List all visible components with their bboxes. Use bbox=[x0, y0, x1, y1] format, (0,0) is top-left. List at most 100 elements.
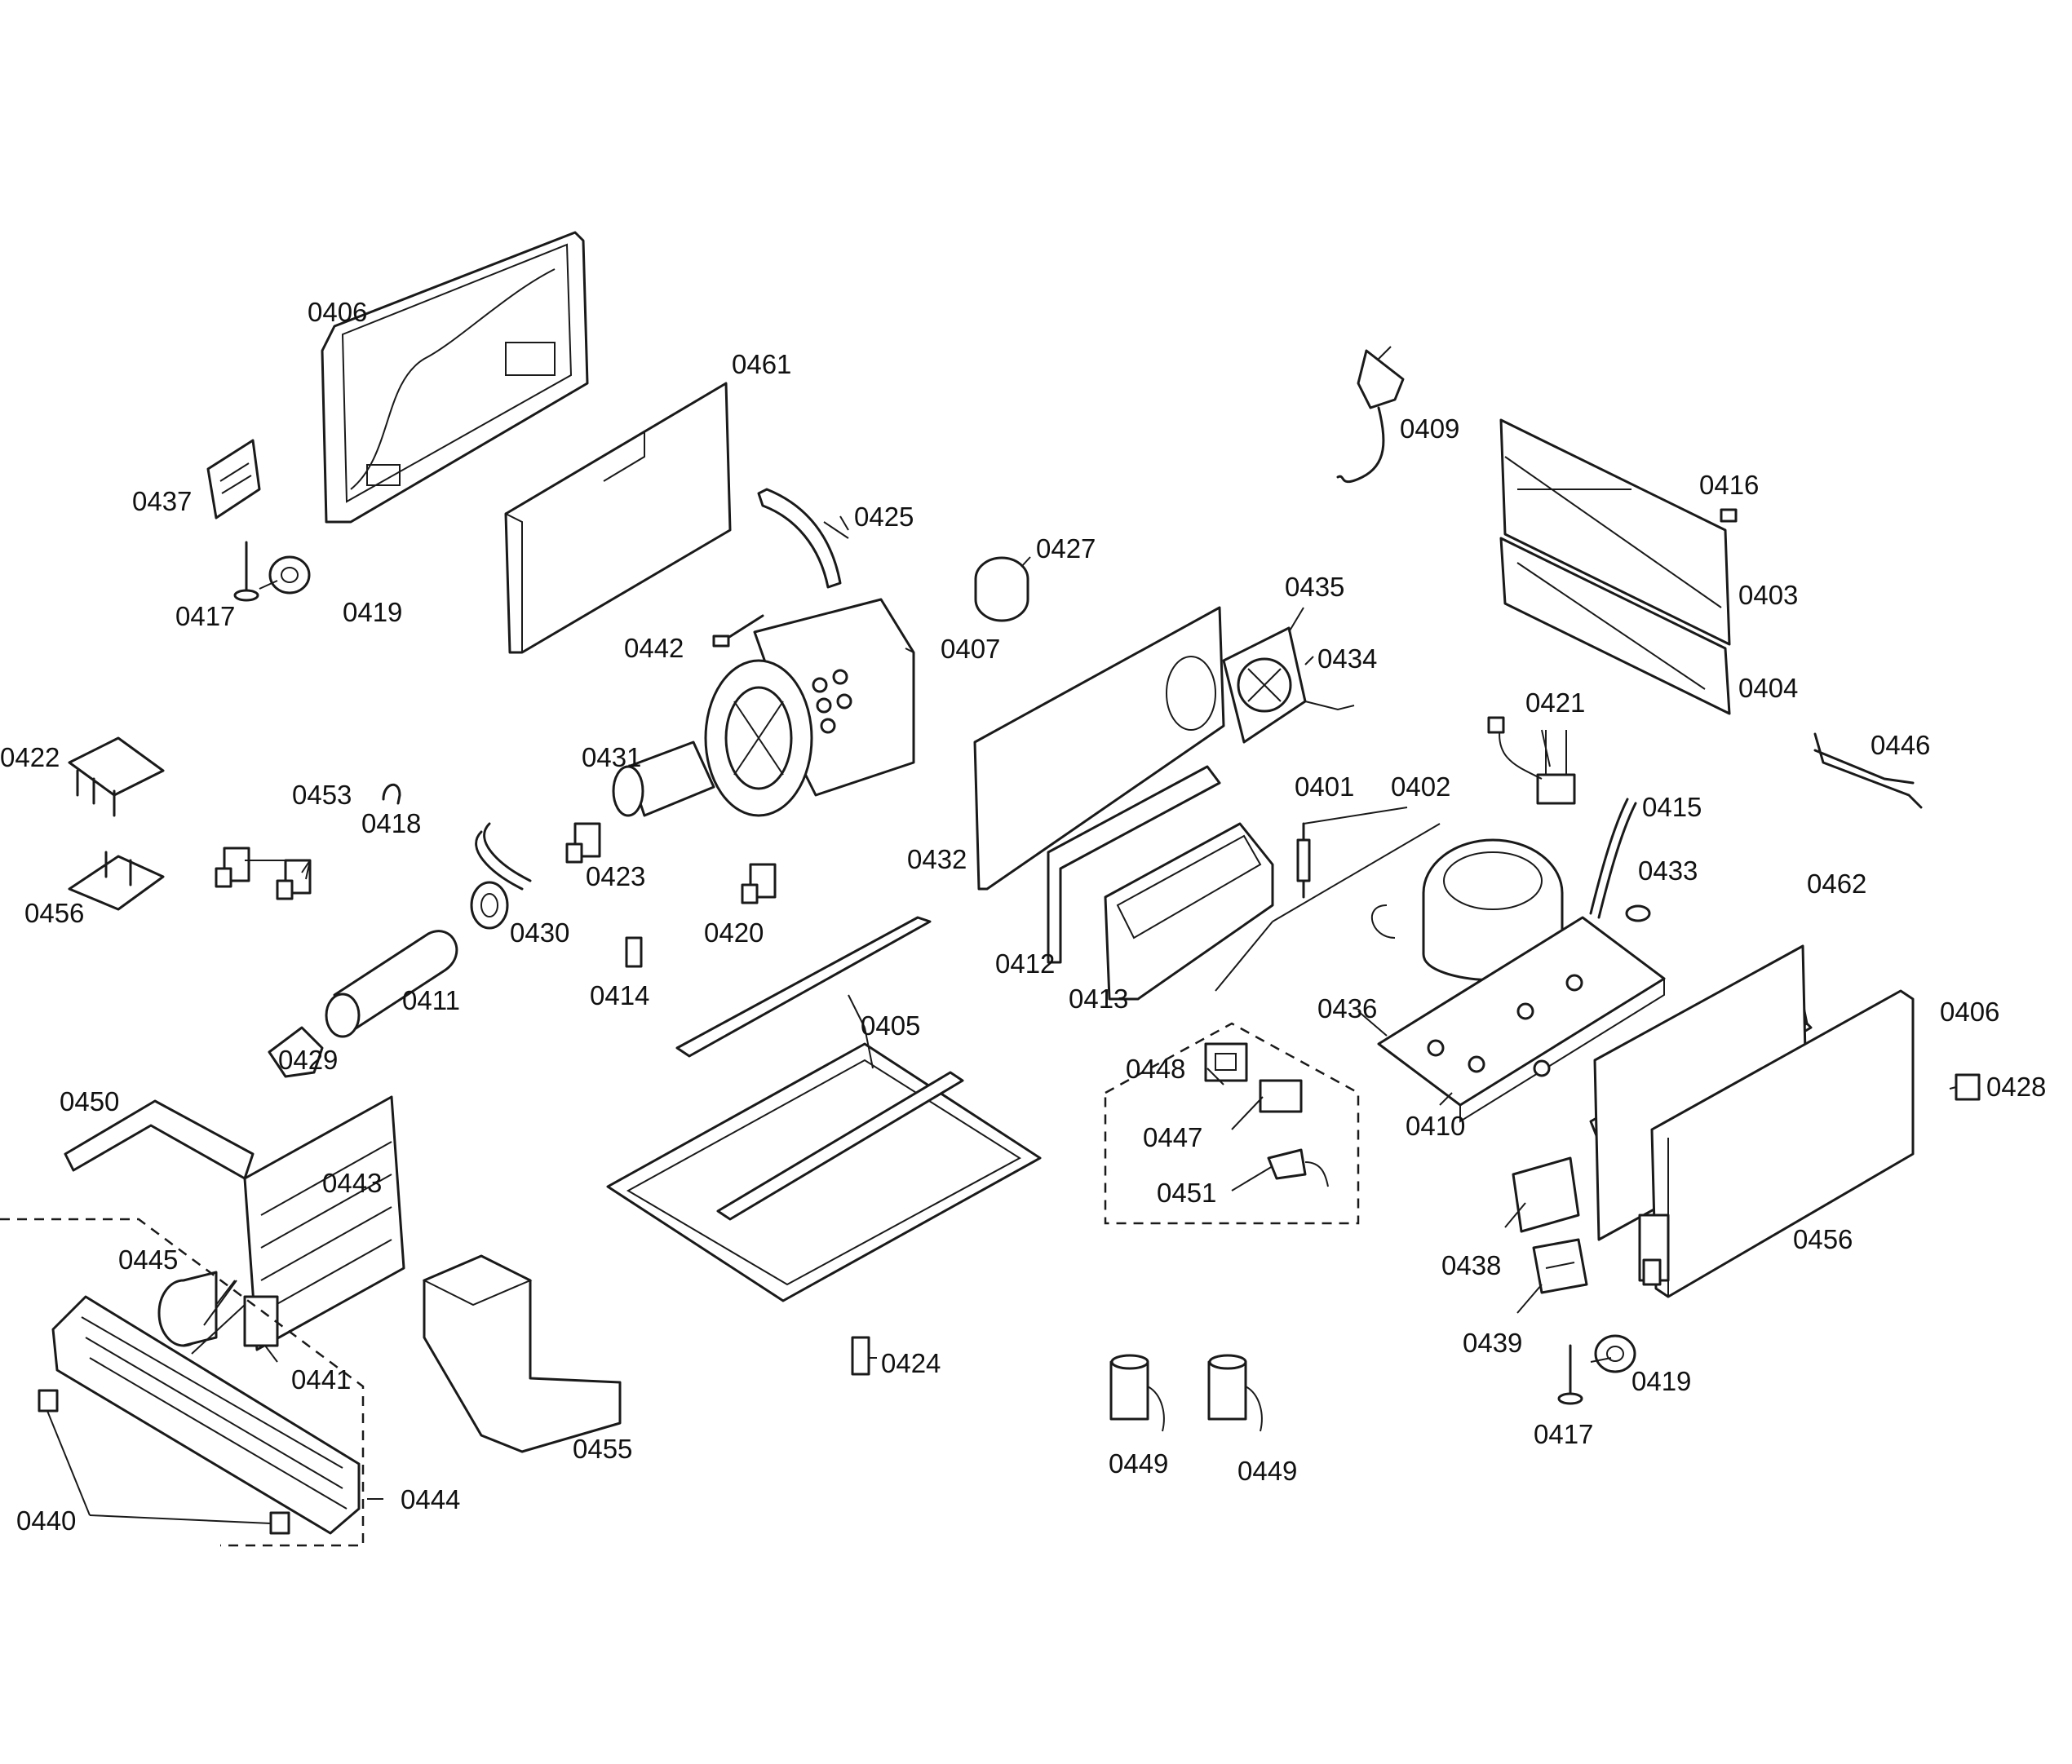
part-0455-base-duct bbox=[422, 1254, 622, 1453]
label-0427: 0427 bbox=[1036, 533, 1096, 564]
kick-plate-outline-box bbox=[0, 1218, 365, 1547]
part-0413-condenser-cover bbox=[1104, 822, 1274, 1001]
part-0440-foot-b bbox=[269, 1511, 290, 1535]
label-0437: 0437 bbox=[132, 486, 192, 516]
part-0414-spacer bbox=[625, 936, 643, 968]
part-0431-filter bbox=[612, 741, 715, 817]
part-0404-panel bbox=[1499, 537, 1731, 715]
label-0441: 0441 bbox=[291, 1364, 351, 1395]
part-0411-filter-cartridge bbox=[325, 930, 458, 1038]
part-0447-overload bbox=[1259, 1079, 1303, 1113]
label-0447: 0447 bbox=[1143, 1122, 1202, 1152]
label-0423: 0423 bbox=[586, 861, 645, 891]
part-0421-relay bbox=[1487, 716, 1576, 805]
part-0416-plug bbox=[1720, 508, 1738, 523]
label-0425: 0425 bbox=[854, 502, 914, 532]
part-0449-capacitor-b bbox=[1207, 1354, 1263, 1432]
part-0406-top-panel bbox=[321, 231, 589, 524]
part-0410-base-plate bbox=[1377, 916, 1666, 1123]
part-0448-start-relay bbox=[1204, 1042, 1248, 1082]
part-0453-valve-b bbox=[276, 859, 312, 900]
part-0439-bracket bbox=[1532, 1238, 1588, 1294]
label-0421: 0421 bbox=[1525, 687, 1585, 718]
part-0462-panel bbox=[1589, 944, 1813, 1241]
label-0401: 0401 bbox=[1295, 771, 1354, 802]
part-0417-screw-b bbox=[1557, 1344, 1583, 1405]
part-0442-sensor bbox=[712, 614, 764, 648]
label-0402: 0402 bbox=[1391, 771, 1450, 802]
label-0442: 0442 bbox=[624, 633, 684, 663]
label-0439: 0439 bbox=[1463, 1328, 1522, 1358]
label-0433: 0433 bbox=[1638, 855, 1698, 886]
part-0446-bracket bbox=[1813, 732, 1923, 809]
label-0456-left: 0456 bbox=[24, 898, 84, 928]
label-0432: 0432 bbox=[907, 844, 967, 874]
label-0449-right: 0449 bbox=[1237, 1456, 1297, 1486]
part-0429-filter-head bbox=[268, 1026, 324, 1078]
part-0430-connector bbox=[470, 822, 532, 930]
label-0413: 0413 bbox=[1069, 984, 1128, 1014]
label-0448: 0448 bbox=[1126, 1054, 1185, 1084]
label-0436: 0436 bbox=[1317, 993, 1377, 1023]
part-0403-panel bbox=[1499, 418, 1731, 646]
part-0443-grille bbox=[260, 1141, 392, 1314]
label-0407: 0407 bbox=[941, 634, 1000, 664]
part-0406-bottom-panel bbox=[1638, 989, 1915, 1298]
part-0450-duct bbox=[64, 1095, 405, 1351]
part-0441-bracket bbox=[243, 1295, 279, 1347]
part-0437-bracket bbox=[206, 439, 261, 519]
part-0456-tray-small bbox=[68, 851, 165, 911]
part-0409-power-cord bbox=[1336, 346, 1405, 484]
part-0415-tube bbox=[1589, 798, 1637, 919]
label-0435: 0435 bbox=[1285, 572, 1344, 602]
leader-lines bbox=[46, 515, 1957, 1524]
label-0405: 0405 bbox=[861, 1010, 920, 1041]
label-0456-right: 0456 bbox=[1793, 1224, 1853, 1254]
part-0449-capacitor-a bbox=[1109, 1354, 1165, 1432]
part-0434-fan bbox=[1222, 626, 1355, 744]
part-0405-drip-tray bbox=[606, 1042, 1042, 1302]
label-0417-top: 0417 bbox=[175, 601, 235, 631]
part-0419-wheel-a bbox=[268, 555, 311, 595]
label-0419-bottom: 0419 bbox=[1631, 1366, 1691, 1396]
label-0451: 0451 bbox=[1157, 1178, 1216, 1208]
part-0444-kick-plate bbox=[51, 1295, 361, 1535]
part-0423-valve bbox=[565, 822, 601, 864]
label-0410: 0410 bbox=[1406, 1111, 1465, 1141]
label-0445: 0445 bbox=[118, 1245, 178, 1275]
label-0461: 0461 bbox=[732, 349, 791, 379]
part-0451-thermostat bbox=[1267, 1148, 1329, 1187]
label-0440: 0440 bbox=[16, 1505, 76, 1536]
label-0450: 0450 bbox=[60, 1086, 119, 1116]
label-0417-bottom: 0417 bbox=[1534, 1419, 1593, 1449]
label-0415: 0415 bbox=[1642, 792, 1702, 822]
label-0453: 0453 bbox=[292, 780, 352, 810]
label-0443: 0443 bbox=[322, 1168, 382, 1198]
label-0424: 0424 bbox=[881, 1348, 941, 1378]
label-0434: 0434 bbox=[1317, 643, 1377, 674]
label-0419-top: 0419 bbox=[343, 597, 402, 627]
label-0414: 0414 bbox=[590, 980, 649, 1010]
part-0438-bracket bbox=[1512, 1156, 1580, 1233]
part-0407-fan-housing bbox=[704, 598, 915, 817]
part-0412-condenser-frame bbox=[1047, 765, 1221, 964]
part-0401-drier bbox=[1296, 822, 1311, 899]
label-0412: 0412 bbox=[995, 948, 1055, 979]
label-0444: 0444 bbox=[401, 1484, 460, 1514]
part-0440-foot-a bbox=[38, 1389, 59, 1413]
label-0438: 0438 bbox=[1441, 1250, 1501, 1280]
part-0461-panel bbox=[504, 382, 732, 654]
label-0403: 0403 bbox=[1738, 580, 1798, 610]
label-0429: 0429 bbox=[278, 1045, 338, 1075]
part-0424-comb bbox=[851, 1336, 870, 1376]
label-0409: 0409 bbox=[1400, 413, 1459, 444]
part-0428-clip bbox=[1955, 1073, 1981, 1101]
label-0422: 0422 bbox=[0, 742, 60, 772]
part-labels: 0406 0461 0437 0417 0419 0425 0427 0409 … bbox=[0, 297, 2046, 1536]
label-0420: 0420 bbox=[704, 917, 764, 948]
label-0430: 0430 bbox=[510, 917, 569, 948]
label-0462: 0462 bbox=[1807, 869, 1866, 899]
label-0431: 0431 bbox=[582, 742, 641, 772]
part-0418-clip bbox=[382, 784, 401, 805]
